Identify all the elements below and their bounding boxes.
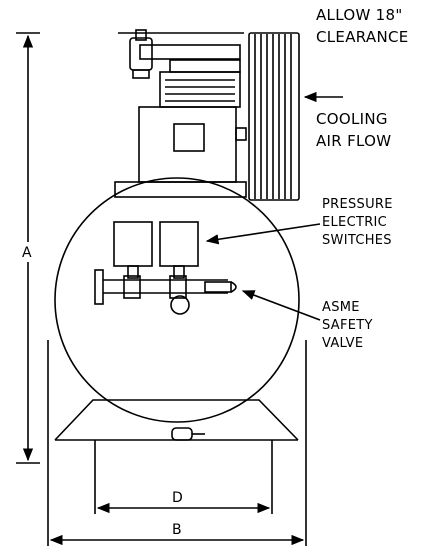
compressor-head	[129, 29, 241, 108]
svg-text:ALLOW 18": ALLOW 18"	[316, 6, 403, 24]
pressure-switches	[94, 221, 228, 315]
dimension-b-line	[47, 465, 307, 546]
svg-text:COOLING: COOLING	[316, 110, 388, 128]
svg-text:PRESSURE: PRESSURE	[322, 197, 393, 212]
dimension-b-label: B	[172, 522, 182, 538]
clearance-label: ALLOW 18" CLEARANCE	[316, 6, 409, 46]
svg-text:VALVE: VALVE	[322, 336, 363, 351]
mounting-plate	[114, 181, 247, 198]
valve-callout-leader	[241, 290, 321, 321]
svg-text:ASME: ASME	[322, 300, 360, 315]
dimension-d-label: D	[172, 490, 183, 506]
svg-text:SWITCHES: SWITCHES	[322, 233, 392, 248]
svg-text:CLEARANCE: CLEARANCE	[316, 28, 409, 46]
tank-saddle	[47, 340, 307, 470]
tank	[54, 177, 300, 423]
safety-valve	[204, 281, 237, 293]
cooling-air-flow-label: COOLING AIR FLOW	[316, 110, 391, 150]
motor	[138, 106, 247, 183]
aftercooler-fins	[248, 32, 300, 201]
dimension-d-line	[94, 470, 273, 514]
svg-text:ELECTRIC: ELECTRIC	[322, 215, 387, 230]
svg-text:SAFETY: SAFETY	[322, 318, 373, 333]
switch-callout-leader	[205, 223, 321, 245]
safety-valve-label: ASME SAFETY VALVE	[322, 300, 373, 351]
pressure-switches-label: PRESSURE ELECTRIC SWITCHES	[322, 197, 393, 248]
dimension-a-line	[16, 32, 40, 464]
dimension-a-label: A	[22, 245, 32, 261]
svg-text:AIR FLOW: AIR FLOW	[316, 132, 391, 150]
